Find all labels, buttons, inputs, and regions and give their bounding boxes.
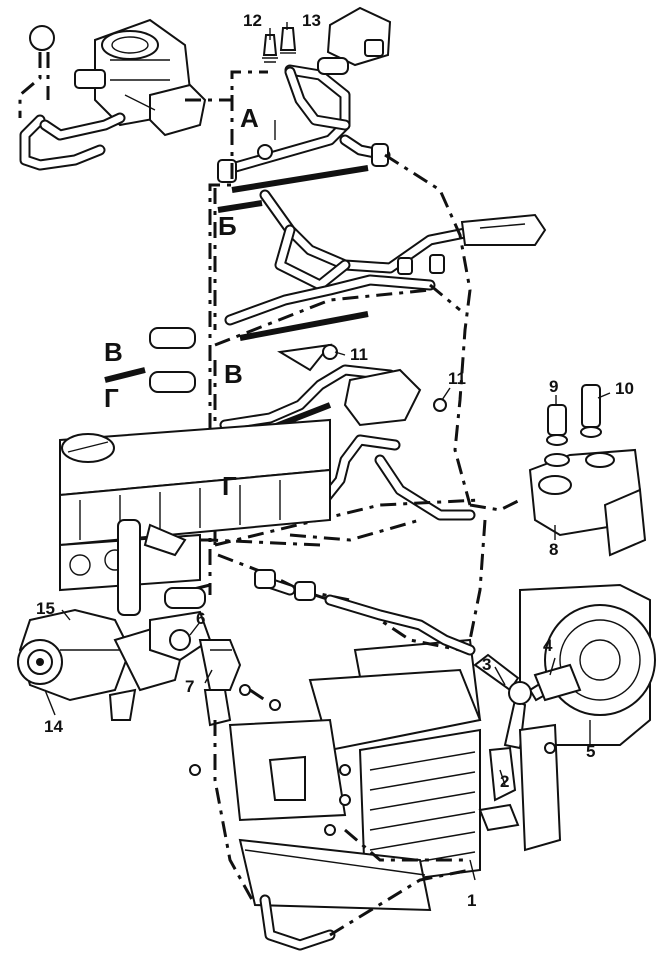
thermostat-housing	[149, 610, 242, 691]
fasteners	[189, 684, 556, 836]
part-label-10: 10	[615, 379, 634, 398]
radiator	[308, 638, 562, 887]
hose-group-v	[149, 274, 436, 393]
fan-shroud	[519, 583, 656, 746]
section-label-b: Б	[218, 211, 237, 241]
section-label-g-center: Г	[222, 471, 237, 501]
engine-block	[59, 418, 331, 616]
section-label-v-center: В	[224, 359, 243, 389]
part-label-9: 9	[549, 377, 559, 396]
water-pump	[17, 608, 187, 721]
carburetor-heater-hose	[19, 112, 126, 171]
carburetor-assembly	[29, 18, 207, 137]
leader-lines	[44, 22, 611, 881]
cooling-fan	[473, 653, 582, 750]
part-label-7: 7	[185, 677, 195, 696]
part-label-11a: 11	[350, 345, 368, 364]
hose-group-a	[217, 64, 391, 183]
separator-bar-v	[239, 311, 369, 341]
section-label-v-left: В	[104, 337, 123, 367]
part-label-2: 2	[500, 772, 510, 791]
sensor-13	[279, 27, 297, 54]
carburetor-connector-line	[18, 52, 268, 118]
part-label-8: 8	[549, 540, 559, 559]
part-label-14: 14	[44, 717, 63, 736]
part-label-12: 12	[243, 11, 262, 30]
lower-connector-line	[213, 588, 471, 937]
sensor-12	[262, 34, 278, 63]
part-label-4: 4	[543, 636, 553, 655]
part-label-11b: 11	[448, 369, 466, 388]
part-label-5: 5	[586, 742, 596, 761]
hose-group-b	[259, 189, 547, 291]
separator-bar-b	[217, 200, 263, 213]
radiator-support-panel	[228, 718, 432, 912]
part-label-1: 1	[467, 891, 477, 910]
part-label-3: 3	[482, 655, 492, 674]
part-label-6: 6	[196, 609, 206, 628]
part-label-13: 13	[302, 11, 321, 30]
separator-bar-a-b	[231, 165, 369, 193]
expansion-tank	[528, 384, 647, 557]
part-label-15: 15	[36, 599, 55, 618]
radiator-upper-hose	[254, 569, 476, 656]
top-bracket	[317, 6, 392, 75]
separator-bar-g-small	[104, 367, 146, 383]
lower-radiator-hose	[203, 689, 336, 951]
section-label-g-left: Г	[104, 383, 119, 413]
section-label-a: А	[240, 103, 259, 133]
